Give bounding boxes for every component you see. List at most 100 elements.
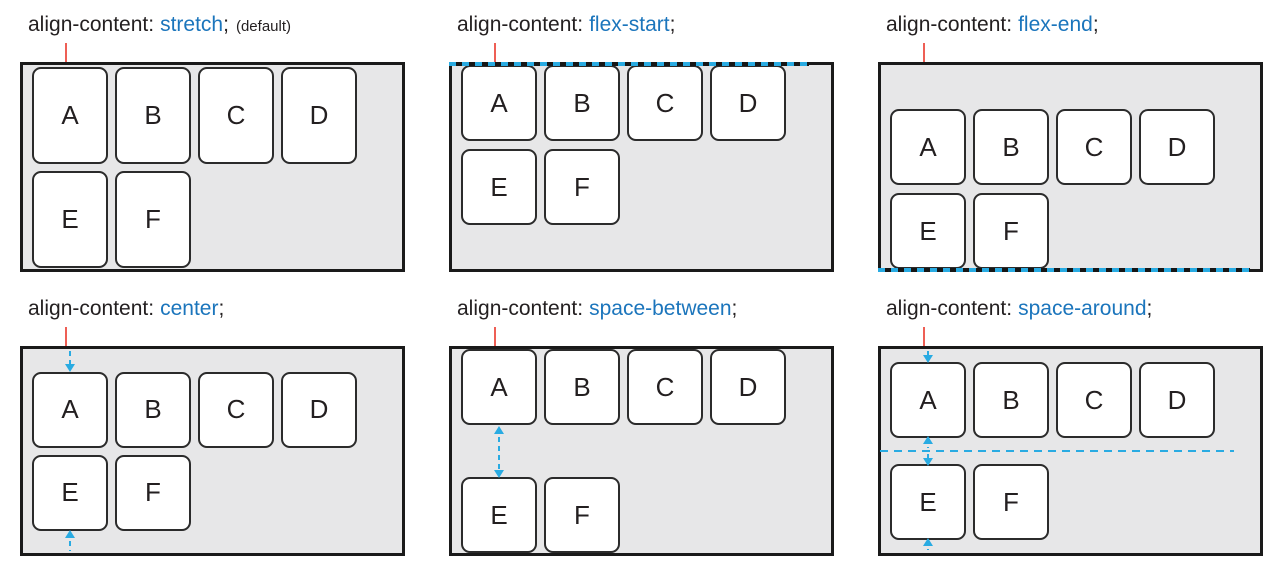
spacing-arrow-up-icon xyxy=(922,538,934,552)
flex-item: C xyxy=(198,371,274,448)
flex-row-1: A B C D xyxy=(452,65,831,141)
semicolon: ; xyxy=(1146,297,1153,320)
flex-item: C xyxy=(198,67,274,164)
flex-end-edge-highlight xyxy=(878,268,1250,272)
property-name: align-content: xyxy=(886,13,1013,36)
flex-item: A xyxy=(32,371,108,448)
panel-stretch: align-content:stretch; (default) A B C D … xyxy=(20,12,405,272)
flex-item: B xyxy=(544,65,620,141)
flex-row-1: A B C D xyxy=(23,65,402,169)
flex-item: D xyxy=(710,65,786,141)
panel-flex-start: align-content:flex-start; A B C D E F xyxy=(449,12,834,272)
semicolon: ; xyxy=(669,13,676,36)
property-value: flex-end xyxy=(1018,13,1093,36)
flex-row-2: E F xyxy=(881,464,1260,540)
flex-container: A B C D E F xyxy=(878,346,1263,556)
flex-start-edge-highlight xyxy=(449,62,809,66)
property-name: align-content: xyxy=(28,13,155,36)
spacing-arrow-down-icon xyxy=(64,349,76,372)
flex-item: D xyxy=(281,371,357,448)
flex-item: F xyxy=(115,171,191,268)
flex-row-2: E F xyxy=(23,169,402,273)
panel-label: align-content:space-between; xyxy=(449,296,834,326)
property-name: align-content: xyxy=(886,297,1013,320)
panel-label: align-content:flex-start; xyxy=(449,12,834,42)
property-name: align-content: xyxy=(457,297,584,320)
callout-tick xyxy=(494,327,496,346)
property-value: flex-start xyxy=(589,13,670,36)
spacing-arrow-down-icon xyxy=(922,452,934,466)
flex-item: B xyxy=(544,349,620,425)
flex-container: A B C D E F xyxy=(449,346,834,556)
flex-item: D xyxy=(710,349,786,425)
callout-tick xyxy=(65,327,67,346)
property-value: space-around xyxy=(1018,297,1147,320)
flex-item: D xyxy=(281,67,357,164)
flex-item: E xyxy=(461,149,537,225)
flex-item: A xyxy=(890,362,966,438)
flex-item: E xyxy=(32,171,108,268)
flex-item: E xyxy=(32,454,108,531)
property-value: center xyxy=(160,297,219,320)
flex-row-2: E F xyxy=(23,454,402,531)
spacing-double-arrow-icon xyxy=(493,426,505,478)
flex-row-1: A B C D xyxy=(881,109,1260,185)
flex-item: B xyxy=(973,362,1049,438)
flex-item: B xyxy=(973,109,1049,185)
flex-item: C xyxy=(1056,362,1132,438)
flex-item: C xyxy=(627,65,703,141)
flex-item: A xyxy=(32,67,108,164)
flex-item: C xyxy=(1056,109,1132,185)
spacing-arrow-up-icon xyxy=(64,530,76,553)
flex-container: A B C D E F xyxy=(20,346,405,556)
callout-tick xyxy=(494,43,496,62)
flex-item: E xyxy=(461,477,537,553)
align-content-diagram: align-content:stretch;(default) A B C D … xyxy=(20,12,1263,556)
flex-row-2: E F xyxy=(881,193,1260,269)
panel-space-around: align-content:space-around; A B C D E F xyxy=(878,296,1263,556)
flex-container: A B C D E F xyxy=(878,62,1263,272)
spacing-arrow-down-icon xyxy=(922,349,934,363)
semicolon: ; xyxy=(731,297,738,320)
callout-tick xyxy=(923,43,925,62)
flex-row-2: E F xyxy=(452,149,831,225)
property-name: align-content: xyxy=(457,13,584,36)
flex-row-1: A B C D xyxy=(881,362,1260,438)
flex-item: A xyxy=(890,109,966,185)
property-name: align-content: xyxy=(28,297,155,320)
semicolon: ; xyxy=(218,297,225,320)
flex-item: B xyxy=(115,67,191,164)
flex-item: F xyxy=(115,454,191,531)
panel-center: align-content:center; A B C D E F xyxy=(20,296,405,556)
default-note: (default) xyxy=(235,18,291,35)
panel-label: align-content:stretch; (default) xyxy=(20,12,405,42)
flex-item: D xyxy=(1139,362,1215,438)
flex-item: F xyxy=(544,149,620,225)
flex-item: F xyxy=(973,193,1049,269)
row-midline xyxy=(880,450,1234,452)
flex-container: A B C D E F xyxy=(20,62,405,272)
panel-label: align-content:flex-end; xyxy=(878,12,1263,42)
spacing-arrow-up-icon xyxy=(922,436,934,450)
panel-label: align-content:space-around; xyxy=(878,296,1263,326)
property-value: stretch xyxy=(160,13,224,36)
property-value: space-between xyxy=(589,297,732,320)
flex-item: F xyxy=(544,477,620,553)
panel-flex-end: align-content:flex-end; A B C D E F xyxy=(878,12,1263,272)
callout-tick xyxy=(65,43,67,62)
panel-space-between: align-content:space-between; A B C D E F xyxy=(449,296,834,556)
panel-label: align-content:center; xyxy=(20,296,405,326)
flex-row-2: E F xyxy=(452,477,831,553)
flex-row-1: A B C D xyxy=(23,371,402,448)
semicolon: ; xyxy=(223,13,229,36)
flex-item: D xyxy=(1139,109,1215,185)
callout-tick xyxy=(923,327,925,346)
flex-item: E xyxy=(890,464,966,540)
flex-item: F xyxy=(973,464,1049,540)
semicolon: ; xyxy=(1092,13,1099,36)
flex-item: A xyxy=(461,65,537,141)
flex-row-1: A B C D xyxy=(452,349,831,425)
flex-item: A xyxy=(461,349,537,425)
flex-item: C xyxy=(627,349,703,425)
flex-container: A B C D E F xyxy=(449,62,834,272)
